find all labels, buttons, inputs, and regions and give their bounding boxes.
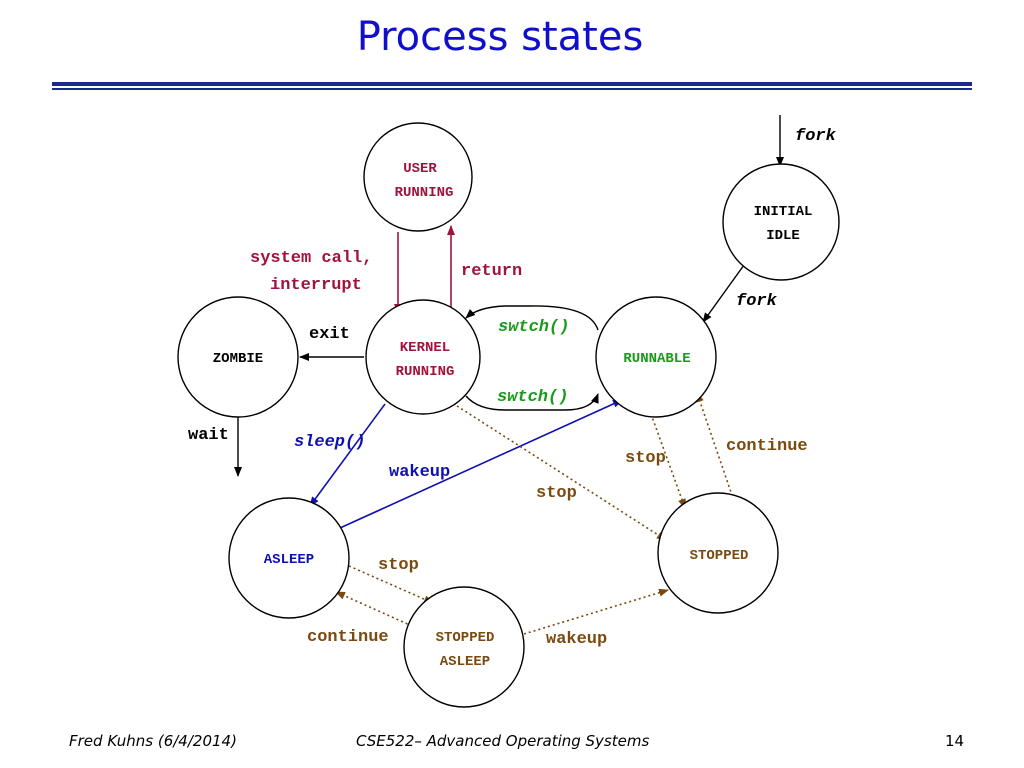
state-label: ASLEEP xyxy=(264,552,314,568)
interrupt-label: interrupt xyxy=(270,276,362,295)
title-rule-thin xyxy=(52,88,972,90)
wakeup-runnable-label: wakeup xyxy=(389,463,450,482)
footer-author: Fred Kuhns (6/4/2014) xyxy=(69,732,237,750)
wait-label: wait xyxy=(188,426,229,445)
wakeup-stopped-arrow xyxy=(523,588,669,635)
state-label: IDLE xyxy=(766,228,800,244)
state-label: RUNNABLE xyxy=(623,351,690,367)
sleep-arrow xyxy=(309,403,386,507)
swtch-bottom-arrow xyxy=(465,393,599,411)
state-stopped: STOPPED xyxy=(657,492,779,614)
state-label: ZOMBIE xyxy=(213,351,263,367)
stop-asleep-arrow xyxy=(348,565,434,604)
state-zombie: ZOMBIE xyxy=(177,296,299,418)
stop-asleep-label: stop xyxy=(378,556,419,575)
state-label: KERNEL xyxy=(400,340,450,356)
state-label: ASLEEP xyxy=(440,654,490,670)
state-user-running: USER RUNNING xyxy=(363,122,473,232)
page-number: 14 xyxy=(945,732,965,750)
swtch-top-arrow xyxy=(465,305,599,331)
continue-runnable-arrow xyxy=(696,392,735,502)
fork-label-runnable: fork xyxy=(736,292,778,311)
state-stopped-asleep: STOPPED ASLEEP xyxy=(403,586,525,708)
system-call-label: system call, xyxy=(250,249,372,268)
fork-label: fork xyxy=(795,127,837,146)
continue-runnable-label: continue xyxy=(726,437,808,456)
state-label: STOPPED xyxy=(690,548,749,564)
wakeup-stopped-label: wakeup xyxy=(546,630,607,649)
state-label: RUNNING xyxy=(395,185,454,201)
wakeup-runnable-arrow xyxy=(339,399,623,529)
state-initial-idle: INITIAL IDLE xyxy=(722,163,840,281)
exit-label: exit xyxy=(309,325,350,344)
swtch-bottom-label: swtch() xyxy=(497,388,568,407)
stop-kernel-arrow xyxy=(456,405,667,541)
stop-runnable-label: stop xyxy=(625,449,666,468)
continue-asleep-arrow xyxy=(335,591,413,627)
title-rule xyxy=(52,82,972,86)
state-asleep: ASLEEP xyxy=(228,497,350,619)
state-kernel-running: KERNEL RUNNING xyxy=(365,299,481,415)
state-label: STOPPED xyxy=(436,630,495,646)
swtch-top-label: swtch() xyxy=(498,318,569,337)
state-runnable: RUNNABLE xyxy=(595,296,717,418)
state-label: RUNNING xyxy=(396,364,455,380)
state-label: INITIAL xyxy=(754,204,813,220)
fork-arrow-runnable xyxy=(702,264,745,323)
stop-kernel-label: stop xyxy=(536,484,577,503)
state-label: USER xyxy=(403,161,437,177)
sleep-label: sleep() xyxy=(294,433,365,452)
footer-course: CSE522– Advanced Operating Systems xyxy=(356,732,650,750)
continue-asleep-label: continue xyxy=(307,628,389,647)
stop-runnable-arrow xyxy=(650,413,686,509)
return-label: return xyxy=(461,262,522,281)
slide-title: Process states xyxy=(356,14,644,60)
